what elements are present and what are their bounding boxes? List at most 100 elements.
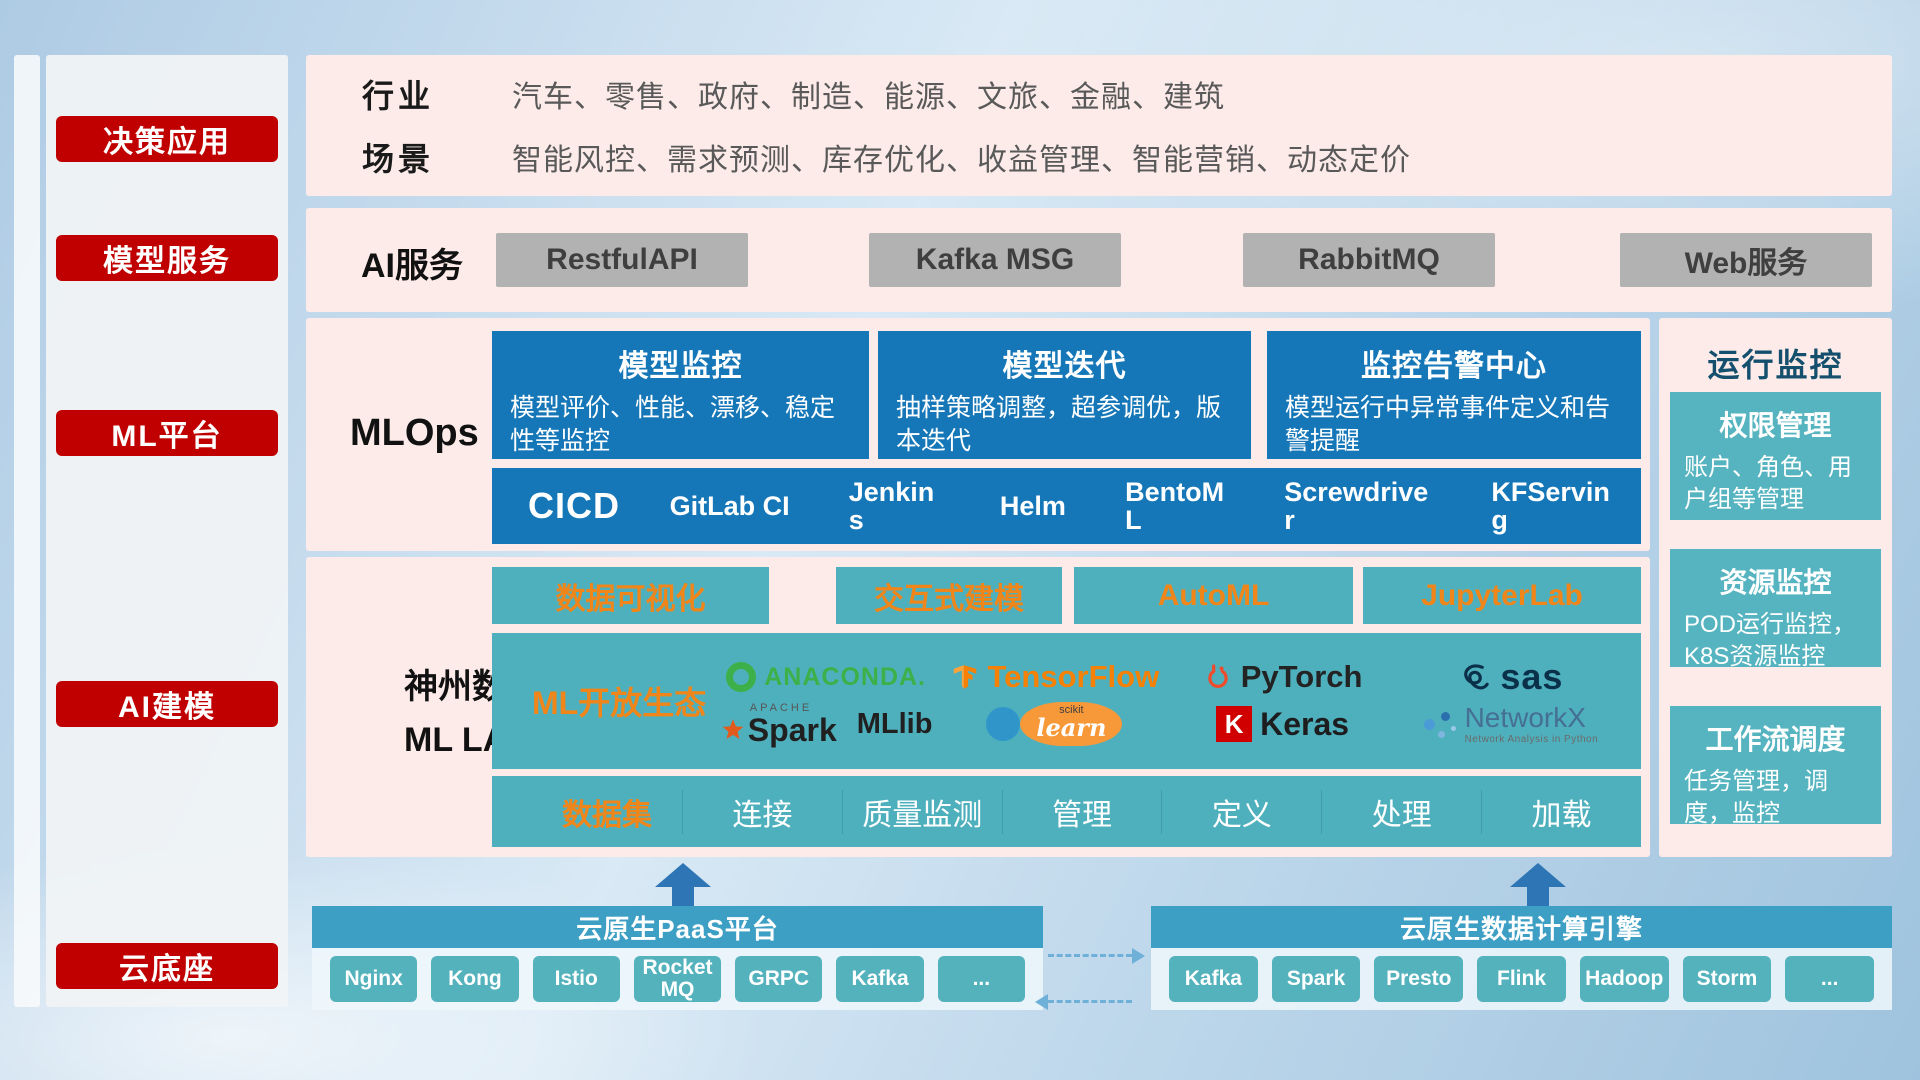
industry-label: 行业 [362,78,435,115]
ai-service-label: AI服务 [361,247,463,285]
tool-kfserving: KFServing [1491,476,1610,535]
service-restfulapi: RestfulAPI [496,233,748,287]
card-permission-management: 权限管理 账户、角色、用户组等管理 [1670,392,1881,520]
card-desc: 模型运行中异常事件定义和告警提醒 [1285,394,1611,455]
dataflow-arrow-right [1048,948,1145,964]
pytorch-logo: PyTorch [1169,659,1397,695]
card-resource-monitoring: 资源监控 POD运行监控，K8S资源监控 [1670,549,1881,670]
card-desc: POD运行监控，K8S资源监控 [1684,611,1857,671]
sas-logo: sas [1397,656,1625,698]
tool-automl: AutoML [1074,567,1353,624]
scikit-learn-logo: scikit learn [940,702,1168,746]
tensorflow-icon [953,665,976,689]
sas-swirl-icon [1464,664,1490,690]
data-engine-items: Kafka Spark Presto Flink Hadoop Storm ..… [1151,948,1892,1010]
chip-kafka: Kafka [1169,956,1258,1002]
chip-more: ... [1785,956,1875,1002]
data-engine-header: 云原生数据计算引擎 [1151,906,1892,948]
service-web: Web服务 [1620,233,1872,287]
cicd-tools: GitLab CI Jenkins Helm BentoML Screwdriv… [640,478,1641,535]
dataset-quality: 质量监测 [841,789,1002,834]
card-title: 资源监控 [1719,567,1832,598]
chip-kong: Kong [431,956,519,1002]
paas-platform-header: 云原生PaaS平台 [312,906,1043,948]
spark-star-icon [722,718,744,739]
spark-mllib-logo: APACHE Spark MLlib [712,702,940,748]
left-accent-strip [14,55,40,1007]
tool-helm: Helm [999,490,1066,521]
arrow-stem [1527,887,1549,907]
chip-nginx: Nginx [330,956,418,1002]
runtime-monitor-title: 运行监控 [1707,347,1844,383]
dataset-bar: 数据集 连接 质量监测 管理 定义 处理 加载 [492,776,1641,847]
ai-service-panel: AI服务 RestfulAPI Kafka MSG RabbitMQ Web服务 [306,208,1892,312]
spark-text: Spark [747,711,837,748]
cicd-bar: CICD GitLab CI Jenkins Helm BentoML Scre… [492,468,1641,544]
anaconda-logo: ANACONDA. [712,662,940,692]
tool-jenkins: Jenkins [848,476,935,535]
mlops-panel: MLOps 模型监控 模型评价、性能、漂移、稳定性等监控 模型迭代 抽样策略调整… [306,318,1650,551]
card-title: 监控告警中心 [1361,350,1547,383]
sas-text: sas [1500,656,1564,697]
card-alert-center: 监控告警中心 模型运行中异常事件定义和告警提醒 [1267,331,1641,459]
card-model-iteration: 模型迭代 抽样策略调整，超参调优，版本迭代 [878,331,1251,459]
card-desc: 任务管理，调度，监控 [1684,768,1828,828]
card-title: 工作流调度 [1705,724,1846,755]
card-model-monitoring: 模型监控 模型评价、性能、漂移、稳定性等监控 [492,331,869,459]
chip-grpc: GRPC [735,956,823,1002]
chip-storm: Storm [1682,956,1772,1002]
tool-screwdriver: Screwdriver [1284,476,1429,535]
dataset-connect: 连接 [682,789,842,834]
chip-rocketmq: RocketMQ [633,956,722,1002]
service-kafka-msg: Kafka MSG [869,233,1121,287]
arrow-head [655,863,711,887]
mllab-panel: 神州数码 ML LAB 数据可视化 交互式建模 AutoML JupyterLa… [306,557,1650,857]
chip-hadoop: Hadoop [1579,956,1669,1002]
tool-data-visualization: 数据可视化 [492,567,769,624]
tensorflow-logo: TensorFlow [940,659,1168,695]
card-desc: 账户、角色、用户组等管理 [1684,454,1852,514]
chip-spark: Spark [1271,956,1361,1002]
card-title: 模型监控 [618,350,743,383]
scene-text: 智能风控、需求预测、库存优化、收益管理、智能营销、动态定价 [512,143,1411,177]
learn-text: learn [1036,713,1107,742]
networkx-icon [1423,718,1435,730]
dataset-define: 定义 [1161,789,1321,834]
tool-gitlab-ci: GitLab CI [669,490,790,521]
anaconda-icon [726,662,757,692]
layer-label-ai-modeling: AI建模 [56,681,278,727]
service-rabbitmq: RabbitMQ [1243,233,1495,287]
tensorflow-text: TensorFlow [987,659,1160,694]
tool-bentoml: BentoML [1125,476,1225,535]
layer-sidebar: 决策应用 模型服务 ML平台 AI建模 云底座 [46,55,288,1007]
paas-platform-items: Nginx Kong Istio RocketMQ GRPC Kafka ... [312,948,1043,1010]
card-title: 模型迭代 [1002,350,1127,383]
chip-istio: Istio [532,956,620,1002]
mllib-text: MLlib [856,707,933,740]
cicd-label: CICD [528,485,620,526]
layer-label-cloud-base: 云底座 [56,943,278,989]
arrow-head [1510,863,1566,887]
anaconda-text: ANACONDA. [764,662,927,691]
mlops-label: MLOps [350,412,479,454]
ecosystem-logos: ANACONDA. TensorFlow PyTorch [712,656,1641,746]
chip-presto: Presto [1374,956,1464,1002]
ml-ecosystem-label: ML开放生态 [532,685,707,721]
up-arrow-paas [655,863,711,907]
networkx-text: NetworkX [1464,702,1586,734]
keras-text: Keras [1260,705,1350,742]
layer-label-ml-platform: ML平台 [56,410,278,456]
chip-kafka: Kafka [836,956,924,1002]
runtime-monitor-panel: 运行监控 权限管理 账户、角色、用户组等管理 资源监控 POD运行监控，K8S资… [1659,318,1892,857]
industry-text: 汽车、零售、政府、制造、能源、文旅、金融、建筑 [512,81,1225,115]
card-desc: 模型评价、性能、漂移、稳定性等监控 [510,394,836,455]
layer-label-model-service: 模型服务 [56,235,278,281]
up-arrow-engine [1510,863,1566,907]
keras-logo: K Keras [1169,706,1397,743]
spark-wordmark: APACHE Spark [720,702,837,748]
scikit-text: scikit [1059,704,1084,716]
tool-jupyterlab: JupyterLab [1363,567,1641,624]
dataset-load: 加载 [1481,789,1641,834]
layer-label-decision-app: 决策应用 [56,116,278,162]
